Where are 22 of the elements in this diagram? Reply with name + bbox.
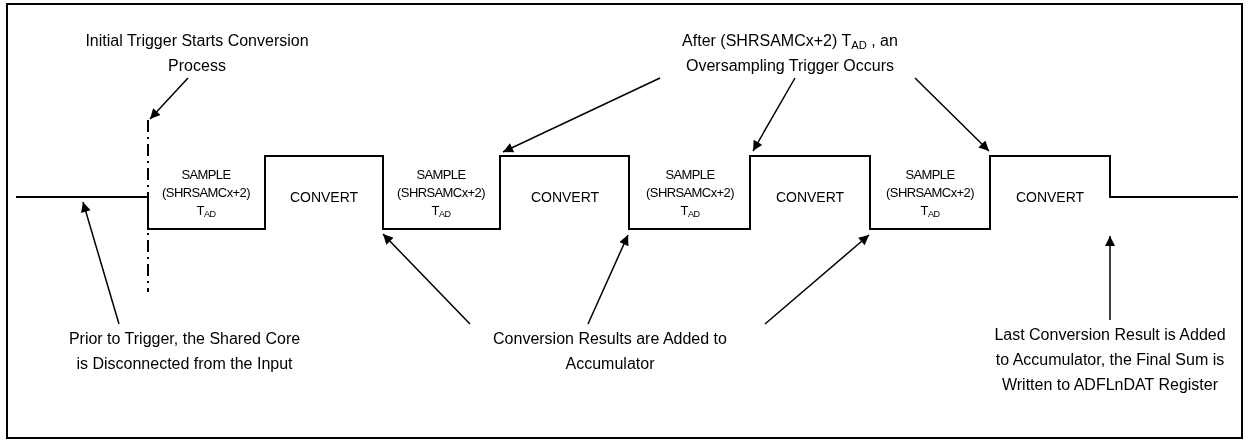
sample-phase-label: SAMPLE (SHRSAMCx+2) T$_{AD}$ [162, 166, 250, 220]
convert-phase-label: CONVERT [530, 188, 600, 206]
callout-text: Initial Trigger Starts Conversion Process [57, 28, 337, 78]
leader-arrow [382, 233, 471, 325]
leader-arrow [752, 77, 796, 152]
convert-phase-label: CONVERT [289, 188, 359, 206]
leader-arrow [149, 77, 189, 120]
leader-arrow [81, 201, 120, 325]
callout-text: Conversion Results are Added to Accumulator [455, 326, 765, 376]
callout-text: Prior to Trigger, the Shared Core is Disconnected from the Input [62, 326, 307, 401]
convert-phase-label: CONVERT [1015, 188, 1085, 206]
callout-text: After (SHRSAMCx+2) T$_{AD}$ , an Oversampling Trigger Occurs [645, 28, 935, 78]
leader-arrow [1105, 235, 1115, 321]
sample-phase-label: SAMPLE (SHRSAMCx+2) T$_{AD}$ [397, 166, 485, 220]
callout-text: Last Conversion Result is Added to Accumulator, the Final Sum is Written to ADFLnDAT Register [988, 322, 1232, 422]
leader-arrow [502, 77, 661, 153]
leader-arrow [587, 234, 629, 325]
leader-arrow [764, 234, 870, 325]
leader-arrow [914, 77, 990, 152]
sample-phase-label: SAMPLE (SHRSAMCx+2) T$_{AD}$ [886, 166, 974, 220]
sample-phase-label: SAMPLE (SHRSAMCx+2) T$_{AD}$ [646, 166, 734, 220]
convert-phase-label: CONVERT [775, 188, 845, 206]
